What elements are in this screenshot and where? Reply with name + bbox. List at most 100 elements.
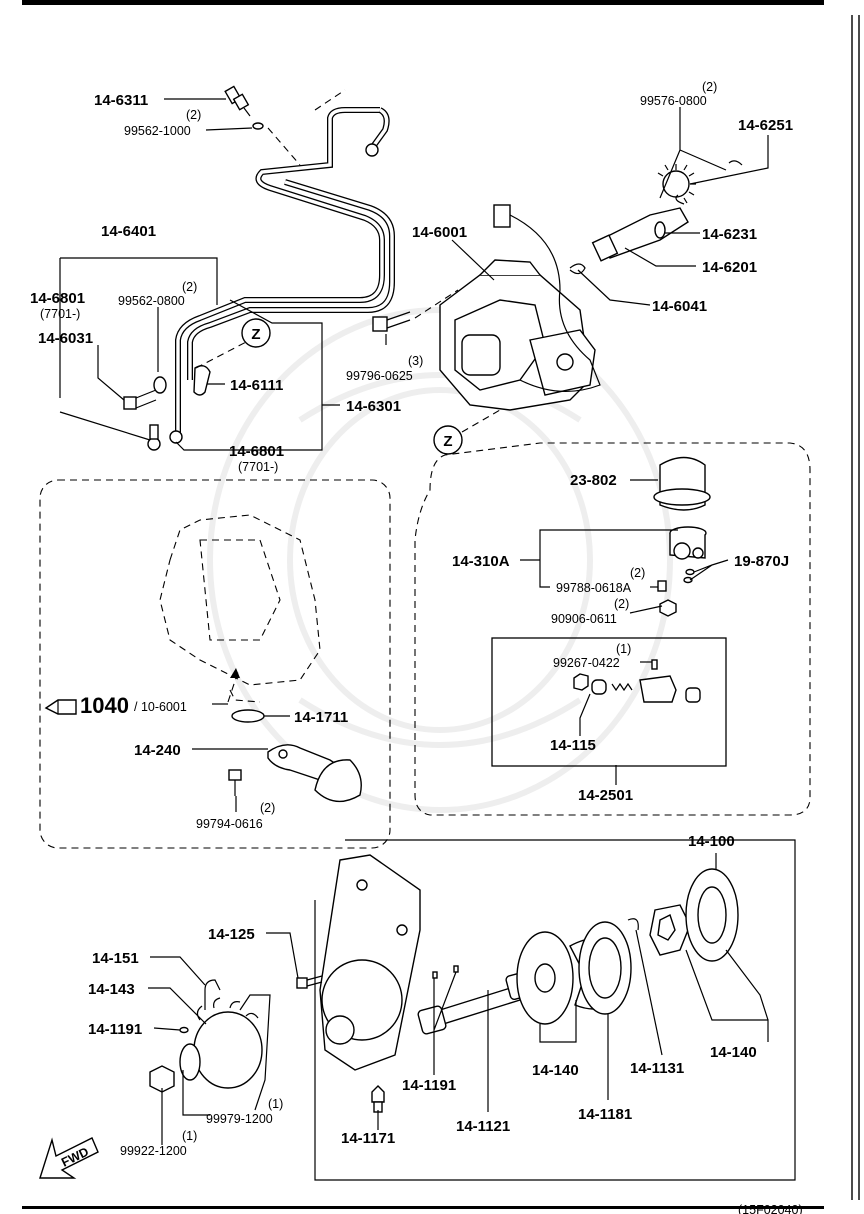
pipe-eye-connector-top [365, 143, 379, 157]
clip-99576-0800 [675, 160, 743, 205]
label-99267-0422: 99267-0422 [553, 656, 620, 670]
label-19-870J: 19-870J [734, 553, 789, 570]
spacer-99979-1200 [179, 1043, 201, 1081]
arrow-head [230, 668, 240, 678]
qty-99794-0616: (2) [260, 801, 275, 815]
footer-code: (15F02040) [738, 1203, 803, 1214]
label-14-6251: 14-6251 [738, 117, 793, 134]
label-14-115: 14-115 [550, 737, 596, 754]
snap-ring-14-1131 [627, 918, 639, 931]
label-14-125: 14-125 [208, 926, 255, 943]
label-14-6311: 14-6311 [94, 92, 148, 109]
fwd-label: FWD [59, 1145, 91, 1170]
dashed-leader-z [195, 339, 251, 369]
label-14-1191-left: 14-1191 [88, 1021, 142, 1038]
label-23-802: 23-802 [570, 472, 617, 489]
qty-99979-1200: (1) [268, 1097, 283, 1111]
injection-pump [439, 204, 601, 411]
label-14-6801-top: 14-6801 [30, 290, 85, 307]
book-icon [44, 699, 77, 715]
label-14-1181: 14-1181 [578, 1106, 632, 1123]
label-14-140-right: 14-140 [710, 1044, 757, 1061]
nut-90906-0611 [659, 599, 677, 617]
label-99576-0800: 99576-0800 [640, 94, 707, 108]
label-14-100: 14-100 [688, 833, 735, 850]
label-99922-1200: 99922-1200 [120, 1144, 187, 1158]
bolt-14-125 [296, 975, 323, 989]
qty-99576-0800: (2) [702, 80, 717, 94]
label-7701-bottom: (7701-) [238, 460, 278, 474]
qty-99562-0800: (2) [182, 280, 197, 294]
label-99788-0618A: 99788-0618A [556, 581, 632, 595]
z-marker-pump-label: Z [443, 433, 452, 450]
outer-rotor-14-140-b [685, 868, 739, 962]
label-14-151: 14-151 [92, 950, 139, 967]
gasket-99562-1000 [252, 122, 264, 130]
label-14-6111: 14-6111 [230, 377, 283, 394]
inner-rotor-14-140 [516, 931, 574, 1025]
banjo-bolt-lower [147, 424, 183, 451]
oil-strainer-14-240 [267, 744, 362, 803]
z-marker-top [241, 318, 271, 348]
nut-99922-1200 [149, 1065, 175, 1093]
label-14-140-left: 14-140 [532, 1062, 579, 1079]
fuel-filter-23-802 [653, 456, 711, 511]
key-14-1191-left [179, 1026, 189, 1034]
qty-90906-0611: (2) [614, 597, 629, 611]
z-marker-pump [433, 425, 463, 455]
engine-block-ghost [159, 514, 321, 703]
key-14-1191 [432, 971, 438, 979]
label-14-6301: 14-6301 [346, 398, 401, 415]
overflow-valve-14-115 [573, 659, 701, 703]
label-7701-top: (7701-) [40, 307, 80, 321]
chain-14-151 [204, 979, 271, 1111]
key-14-1191-b [453, 965, 459, 973]
label-14-6231: 14-6231 [702, 226, 757, 243]
o-ring-19-870J-b [683, 576, 693, 584]
filter-detail-box [414, 442, 811, 816]
fwd-arrow-icon [39, 1137, 99, 1179]
leader-lines [59, 98, 769, 1145]
qty-99922-1200: (1) [182, 1129, 197, 1143]
o-ring-19-870J-a [685, 568, 695, 576]
dashed-leader-bolt [414, 289, 459, 319]
qty-99796-0625: (3) [408, 354, 423, 368]
inner-rotor-14-140-b [649, 904, 691, 956]
oil-pump-body [319, 854, 421, 1071]
label-99562-0800: 99562-0800 [118, 294, 185, 308]
sprocket-14-143 [193, 997, 263, 1089]
bottom-border [22, 1206, 824, 1209]
outer-rotor-14-1181 [578, 921, 632, 1015]
qty-99267-0422: (1) [616, 642, 631, 656]
label-99796-0625: 99796-0625 [346, 369, 413, 383]
connector-14-6041 [569, 263, 586, 275]
overflow-valve-box [491, 637, 727, 767]
top-border [22, 0, 824, 5]
bleeder-screw-part [224, 85, 251, 117]
clamp-14-6111 [193, 365, 211, 396]
label-ref-10-6001: / 10-6001 [134, 700, 187, 714]
injection-pipes [175, 107, 395, 440]
label-14-6031: 14-6031 [38, 330, 93, 347]
label-90906-0611: 90906-0611 [551, 612, 617, 626]
label-99562-1000: 99562-1000 [124, 124, 191, 138]
label-14-1171: 14-1171 [341, 1130, 395, 1147]
qty-99788-0618A: (2) [630, 566, 645, 580]
label-14-240: 14-240 [134, 742, 181, 759]
dashed-leader-top [267, 89, 346, 166]
label-14-6041: 14-6041 [652, 298, 707, 315]
label-14-1121: 14-1121 [456, 1118, 510, 1135]
z-marker-top-label: Z [251, 326, 260, 343]
timer-piston [591, 207, 689, 262]
dashed-leader-z2 [461, 409, 501, 433]
plug-14-1171 [371, 1085, 385, 1113]
label-14-6201: 14-6201 [702, 259, 757, 276]
label-14-143: 14-143 [88, 981, 135, 998]
label-14-6401: 14-6401 [101, 223, 156, 240]
label-14-310A: 14-310A [452, 553, 510, 570]
bolt-14-6031 [123, 376, 167, 410]
pump-assembly-bracket [314, 839, 796, 1181]
gasket-14-1711 [231, 709, 265, 723]
label-14-1131: 14-1131 [630, 1060, 684, 1077]
